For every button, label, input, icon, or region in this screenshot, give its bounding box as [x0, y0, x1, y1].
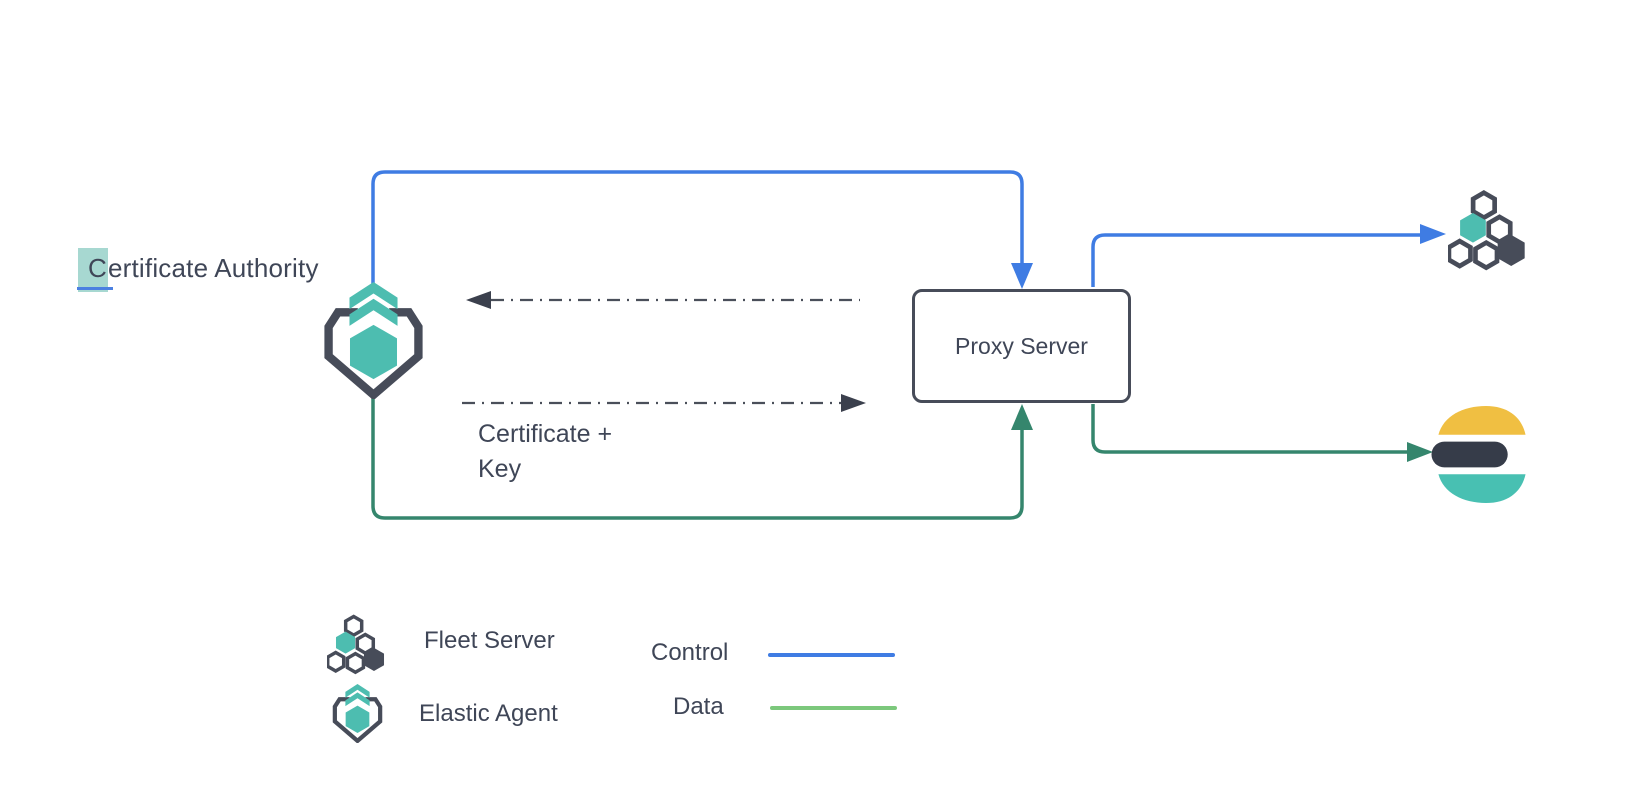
arrowhead-up-icon	[1011, 404, 1033, 430]
legend-elastic-agent-label: Elastic Agent	[419, 700, 558, 727]
certificate-authority-label[interactable]: Certificate Authority	[78, 248, 319, 292]
data-line-proxy-to-elasticsearch[interactable]	[1091, 404, 1408, 454]
certificate-key-line1: Certificate +	[478, 420, 613, 448]
legend-control-label: Control	[651, 639, 729, 666]
legend-data-label: Data	[673, 693, 724, 720]
control-line-agent-to-proxy[interactable]	[371, 170, 1024, 284]
data-line-agent-to-proxy[interactable]	[371, 396, 1024, 520]
fleet-server-icon	[327, 614, 385, 675]
elastic-agent-icon[interactable]	[320, 282, 427, 399]
text-cursor-underline	[77, 287, 113, 290]
certificate-key-label[interactable]: Certificate + Key	[478, 417, 612, 487]
certificate-authority-text: ertificate Authority	[107, 253, 319, 283]
elastic-agent-icon	[332, 684, 383, 743]
arrowhead-right-icon	[1407, 442, 1433, 462]
arrowhead-right-icon	[841, 394, 866, 412]
control-line-proxy-to-fleet[interactable]	[1091, 233, 1421, 287]
arrowhead-left-icon	[466, 291, 491, 309]
proxy-server-label: Proxy Server	[955, 332, 1088, 359]
legend-control-line-swatch	[768, 653, 895, 657]
legend-data-line-swatch	[770, 706, 897, 710]
certificate-key-line2: Key	[478, 455, 522, 483]
arrowhead-down-icon	[1011, 263, 1033, 289]
elasticsearch-icon[interactable]	[1430, 404, 1530, 503]
proxy-server-node[interactable]: Proxy Server	[912, 289, 1131, 403]
legend-fleet-server-label: Fleet Server	[424, 627, 555, 654]
arrowhead-right-icon	[1420, 224, 1446, 244]
fleet-server-icon[interactable]	[1448, 184, 1526, 274]
selected-text-highlight: C	[78, 248, 108, 292]
